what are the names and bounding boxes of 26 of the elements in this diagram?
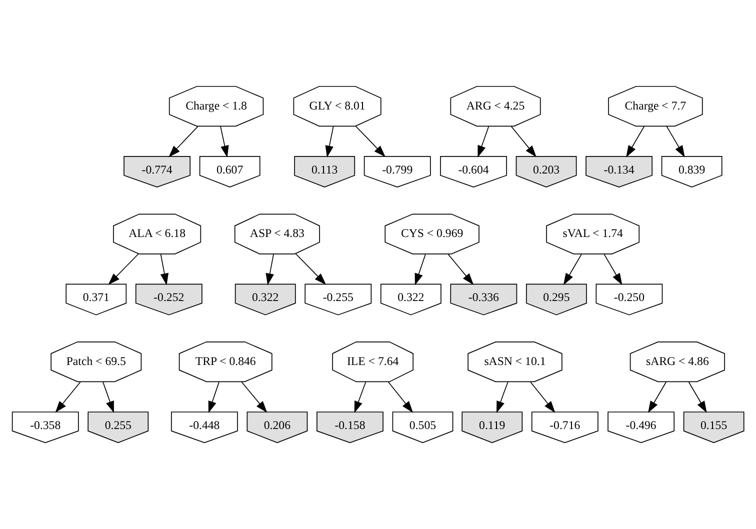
arrow: [604, 254, 622, 286]
arrow: [325, 126, 334, 158]
arrow: [295, 253, 326, 285]
arrow: [266, 254, 274, 286]
arrow: [648, 382, 667, 413]
arrow: [208, 382, 220, 414]
arrow: [414, 254, 426, 286]
arrow: [478, 126, 490, 158]
arrow: [102, 382, 114, 414]
arrow: [55, 382, 81, 413]
arrow: [160, 254, 169, 286]
arrow: [496, 382, 508, 414]
arrow: [355, 126, 386, 158]
arrow: [108, 253, 139, 285]
arrow: [666, 126, 685, 158]
arrow: [530, 382, 556, 413]
arrow: [688, 382, 707, 413]
arrow: [448, 254, 474, 286]
arrow: [168, 126, 198, 158]
arrow: [220, 126, 229, 158]
arrow: [510, 126, 536, 158]
arrow: [626, 126, 645, 158]
arrow: [388, 382, 414, 413]
arrow: [241, 382, 268, 413]
arrow: [354, 382, 366, 414]
arrow: [563, 254, 582, 286]
